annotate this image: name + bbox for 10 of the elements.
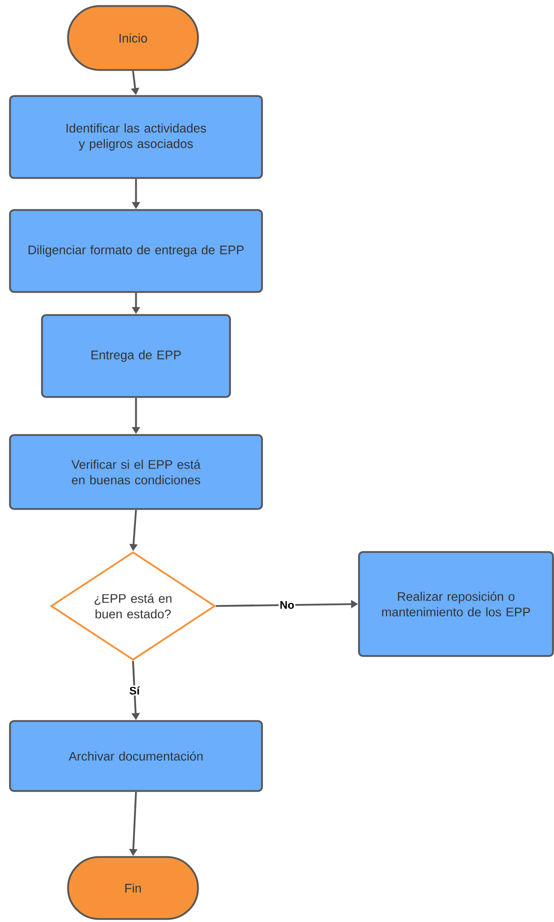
process-box: Realizar reposición o mantenimiento de los EPP — [358, 551, 554, 657]
edge-label: No — [280, 601, 294, 609]
process-box: Entrega de EPP — [41, 314, 231, 398]
process-box: Diligenciar formato de entrega de EPP — [9, 209, 263, 293]
process-box: Archivar documentación — [9, 720, 263, 792]
edge-label: Sí — [130, 686, 140, 695]
process-box: Identificar las actividades y peligros asociados — [9, 95, 263, 179]
process-box: Verificar si el EPP está en buenas condiciones — [9, 434, 263, 510]
terminal-pill: Fin — [67, 856, 199, 920]
terminal-pill: Inicio — [67, 5, 199, 71]
